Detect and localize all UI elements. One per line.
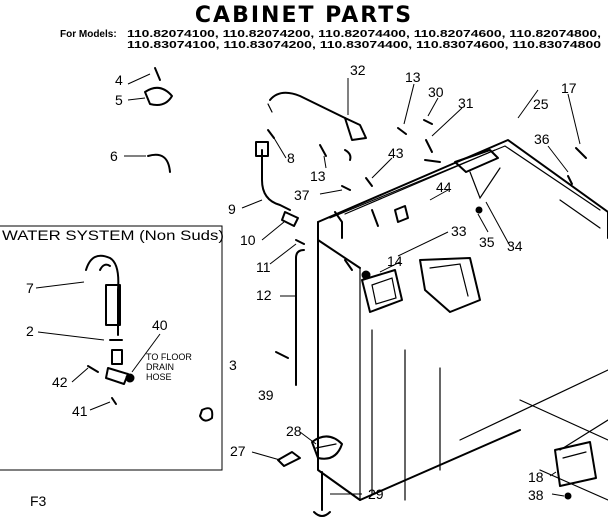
side-clips	[281, 209, 379, 245]
callout-2: 2	[26, 323, 34, 339]
callout-27: 27	[230, 443, 246, 459]
drain-note-line-3: HOSE	[146, 372, 172, 382]
small-fasteners	[267, 119, 587, 191]
callout-5: 5	[115, 92, 123, 108]
part-27-28-leveler	[277, 435, 343, 467]
callout-18: 18	[528, 469, 544, 485]
models-line-1: 110.82074100, 110.82074200, 110.82074400…	[127, 29, 601, 40]
callout-31: 31	[458, 95, 474, 111]
callout-30: 30	[428, 84, 444, 100]
part-9-tube	[255, 141, 305, 386]
part-18-38-brace	[554, 441, 597, 500]
drain-note-line-2: DRAIN	[146, 362, 174, 372]
callout-10: 10	[240, 232, 256, 248]
diagram-title: CABINET PARTS	[195, 3, 413, 28]
callout-13-top: 13	[405, 69, 421, 85]
callout-6: 6	[110, 148, 118, 164]
callout-25: 25	[533, 96, 549, 112]
callout-44: 44	[436, 179, 452, 195]
callout-40: 40	[152, 317, 168, 333]
part-6-hose	[147, 153, 171, 173]
callout-41: 41	[72, 403, 88, 419]
inset-heading: WATER SYSTEM (Non Suds)	[2, 227, 224, 243]
callout-37: 37	[294, 187, 310, 203]
callout-9: 9	[228, 201, 236, 217]
callout-17: 17	[561, 80, 577, 96]
leader-lines	[35, 73, 581, 497]
part-32-harness	[267, 91, 367, 161]
callout-35: 35	[479, 234, 495, 250]
part-39-clip	[275, 351, 289, 359]
callout-28: 28	[286, 423, 302, 439]
callout-14: 14	[387, 253, 403, 269]
callout-42: 42	[52, 374, 68, 390]
callout-43: 43	[388, 145, 404, 161]
callout-8: 8	[287, 150, 295, 166]
callout-labels: 4 5 6 32 13 30 31 17 25 36 8 43 13 37 44…	[26, 62, 577, 509]
top-bracket-assembly	[394, 149, 501, 223]
callout-38: 38	[528, 487, 544, 503]
water-system-inset: WATER SYSTEM (Non Suds) TO FLOOR DRAIN H…	[0, 225, 224, 471]
callout-12: 12	[256, 287, 272, 303]
callout-13-mid: 13	[310, 168, 326, 184]
models-prefix: For Models:	[60, 29, 117, 40]
part-29-foot	[313, 471, 331, 517]
cabinet-body	[317, 139, 608, 501]
callout-11: 11	[256, 259, 271, 275]
callout-4: 4	[115, 72, 123, 88]
part-3-clamp	[199, 407, 214, 422]
callout-32: 32	[350, 62, 366, 78]
timer-bracket	[344, 257, 481, 313]
models-line-2: 110.83074100, 110.83074200, 110.83074400…	[127, 40, 602, 51]
callout-29: 29	[368, 486, 384, 502]
callout-7: 7	[26, 280, 34, 296]
callout-34: 34	[507, 238, 523, 254]
drain-note-line-1: TO FLOOR	[146, 352, 192, 362]
part-4-5-clip	[144, 67, 173, 106]
callout-39: 39	[258, 387, 274, 403]
callout-3: 3	[229, 357, 237, 373]
callout-36: 36	[534, 131, 550, 147]
figure-label: F3	[30, 493, 47, 509]
callout-33: 33	[451, 223, 467, 239]
